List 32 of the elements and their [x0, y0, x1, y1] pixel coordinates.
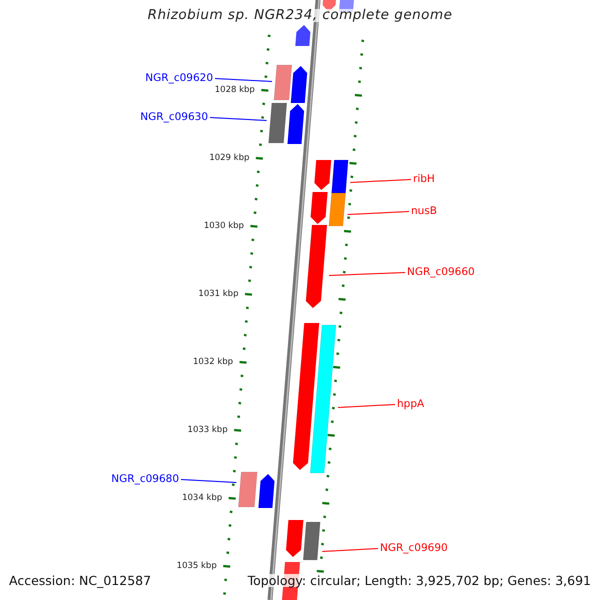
gene-label: ribH — [413, 173, 435, 186]
gene-box — [302, 522, 320, 560]
leader-line — [328, 272, 406, 276]
gene-label: NGR_c09620 — [145, 72, 213, 85]
scale-label: 1032 kbp — [192, 356, 234, 369]
leader-line — [350, 179, 412, 183]
gene-box — [268, 102, 288, 144]
leader-line — [322, 548, 378, 552]
scale-label: 1028 kbp — [214, 84, 255, 97]
gene-label: hppA — [397, 398, 424, 411]
gene-box — [310, 324, 336, 474]
gene-box — [274, 64, 292, 100]
gene-box — [238, 472, 258, 508]
info-text: Topology: circular; Length: 3,925,702 bp; Genes: 3,691 — [248, 574, 591, 587]
gene-label: NGR_c09690 — [380, 542, 448, 555]
leader-line — [180, 479, 237, 483]
info-text: Accession: NC_012587 — [9, 574, 152, 587]
scale-label: 1030 kbp — [204, 220, 244, 233]
gene-box — [331, 160, 348, 194]
leader-line — [338, 404, 396, 408]
scale-label: 1029 kbp — [209, 152, 250, 165]
gene-label: NGR_c09630 — [140, 111, 208, 124]
scale-label: 1031 kbp — [198, 288, 238, 301]
gene-label: NGR_c09660 — [407, 266, 475, 279]
leader-line — [214, 78, 272, 82]
gene-box — [328, 192, 346, 226]
gene-label: NGR_c09680 — [111, 473, 179, 486]
scale-label: 1035 kbp — [176, 560, 217, 573]
scale-label: 1033 kbp — [188, 424, 228, 437]
gene-label: nusB — [411, 205, 437, 218]
scale-label: 1034 kbp — [182, 492, 222, 505]
leader-line — [347, 211, 410, 215]
